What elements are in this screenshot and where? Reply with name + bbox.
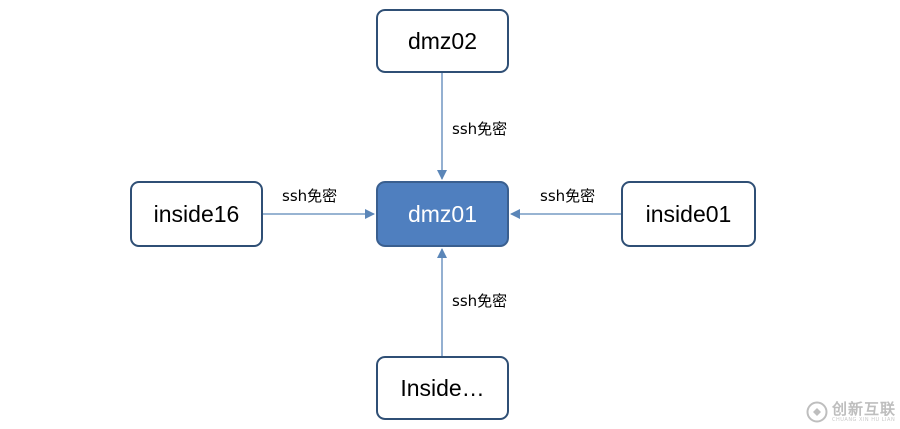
- node-inside-more: Inside…: [376, 356, 509, 420]
- edge-label-right: ssh免密: [540, 187, 596, 205]
- edge-label-top: ssh免密: [452, 120, 508, 138]
- node-inside16: inside16: [130, 181, 263, 247]
- edge-label-bottom: ssh免密: [452, 292, 508, 310]
- node-dmz01-label: dmz01: [407, 200, 478, 227]
- logo-icon: [806, 401, 828, 423]
- watermark-logo: 创新互联 CHUANG XIN HU LIAN: [806, 401, 896, 423]
- node-inside01-label: inside01: [645, 200, 732, 227]
- node-dmz02-label: dmz02: [407, 27, 478, 54]
- node-inside-more-label: Inside…: [400, 374, 485, 401]
- node-dmz01: dmz01: [376, 181, 509, 247]
- watermark-main-text: 创新互联: [831, 399, 896, 418]
- edge-label-left: ssh免密: [282, 187, 338, 205]
- node-inside16-label: inside16: [153, 200, 240, 227]
- watermark-sub-text: CHUANG XIN HU LIAN: [831, 416, 896, 423]
- node-dmz02: dmz02: [376, 9, 509, 73]
- node-inside01: inside01: [621, 181, 756, 247]
